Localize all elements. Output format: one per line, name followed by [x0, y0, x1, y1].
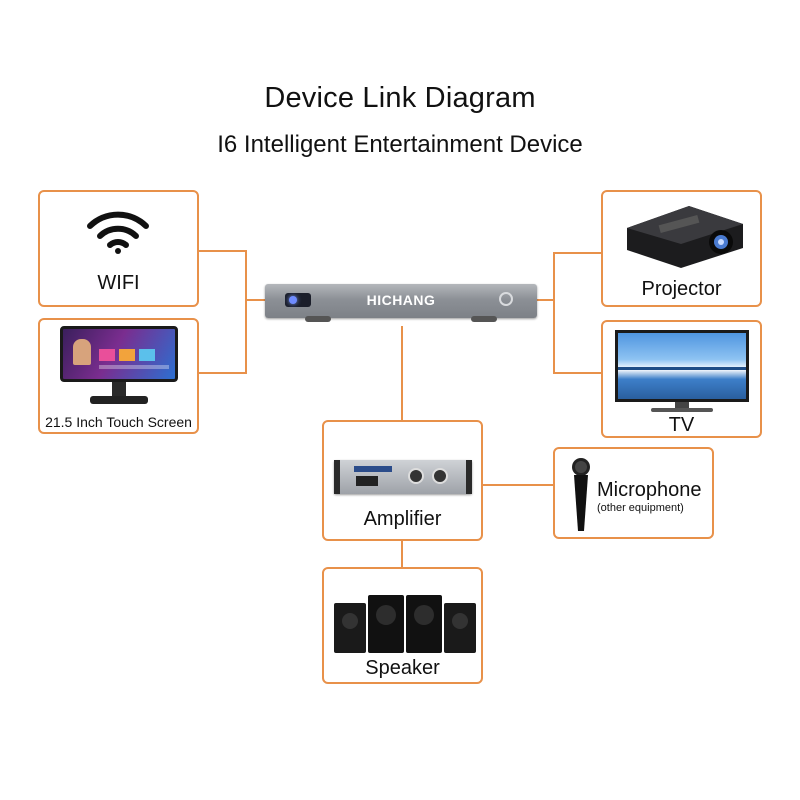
page-subtitle: I6 Intelligent Entertainment Device [217, 131, 583, 158]
wifi-label: WIFI [97, 272, 140, 294]
tv-node: TV [601, 320, 762, 438]
amplifier-icon [334, 460, 472, 494]
hub-power-button [499, 292, 513, 306]
connector-left-h-bottom [198, 372, 246, 374]
page-title: Device Link Diagram [264, 82, 536, 114]
connector-right-h-top [554, 252, 602, 254]
microphone-node: Microphone (other equipment) [553, 447, 714, 539]
touch-screen-label: 21.5 Inch Touch Screen [45, 414, 192, 430]
tv-icon [615, 330, 751, 416]
connector-hub-amplifier [401, 326, 403, 421]
hub-foot-left-icon [305, 316, 331, 322]
projector-icon [627, 206, 743, 268]
projector-node: Projector [601, 190, 762, 307]
amplifier-node: Amplifier [322, 420, 483, 541]
connector-left-h-top [198, 250, 246, 252]
connector-amplifier-microphone [482, 484, 554, 486]
speaker-label: Speaker [365, 657, 440, 679]
projector-label: Projector [641, 278, 722, 300]
hub-brand-label: HICHANG [366, 292, 436, 308]
connector-right-h-bottom [554, 372, 602, 374]
connector-left-v [245, 250, 247, 374]
speaker-icon [334, 595, 476, 653]
wifi-node: WIFI [38, 190, 199, 307]
microphone-note: (other equipment) [597, 502, 684, 514]
hub-blue-led-icon [285, 293, 311, 307]
tv-label: TV [668, 414, 695, 436]
connector-left-hub [246, 299, 266, 301]
connector-amplifier-speaker [401, 540, 403, 568]
microphone-label: Microphone [597, 479, 702, 501]
connector-right-hub [536, 299, 554, 301]
speaker-node: Speaker [322, 567, 483, 684]
touch-screen-icon [60, 326, 180, 408]
microphone-icon [572, 458, 590, 531]
amplifier-label: Amplifier [363, 508, 442, 530]
wifi-icon [87, 211, 149, 254]
connector-right-v [553, 252, 555, 374]
touch-screen-node: 21.5 Inch Touch Screen [38, 318, 199, 434]
hub-foot-right-icon [471, 316, 497, 322]
hichang-hub-device: HICHANG [265, 284, 537, 322]
